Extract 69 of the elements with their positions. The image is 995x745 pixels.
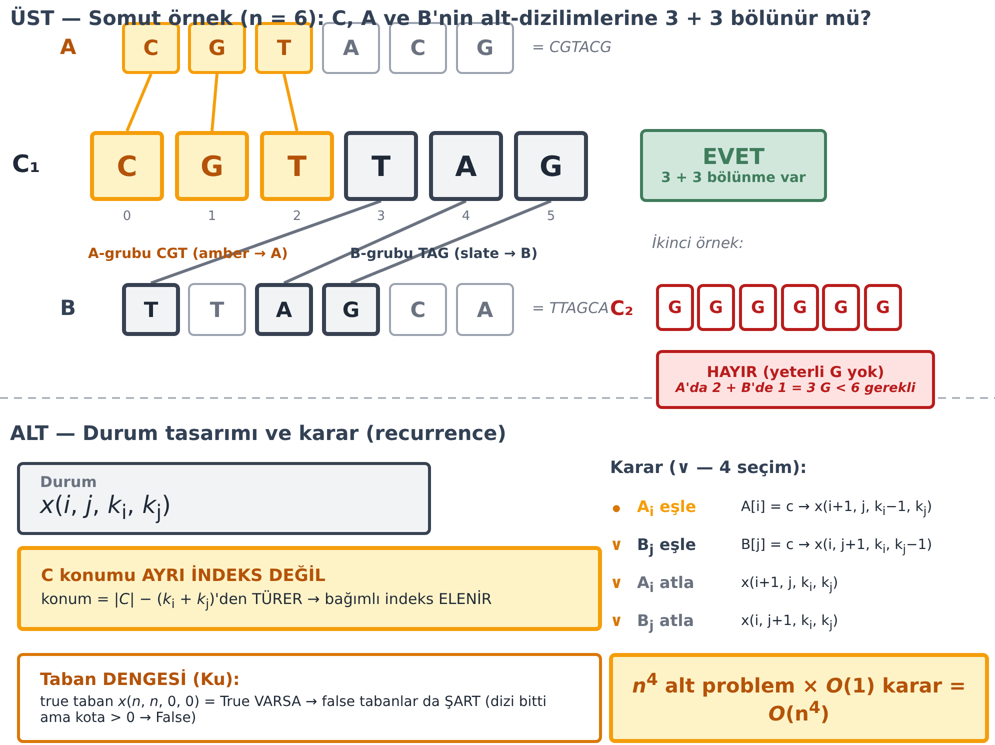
summary-text: n$^{4}$ alt problem × O(1) karar = O(n$^{4}$) bbox=[631, 670, 967, 726]
connector-line bbox=[150, 200, 382, 284]
index-number: 4 bbox=[460, 209, 472, 224]
choice-formula: A[i] = c → x(i+1, j, k$_{i}$−1, k$_{j}$) bbox=[741, 499, 932, 518]
choice-marker: ∨ bbox=[610, 535, 623, 554]
letter-cell: G bbox=[656, 284, 694, 331]
letter-cell: T bbox=[344, 131, 418, 201]
row-label: A bbox=[60, 35, 76, 59]
choice-name: A$_{i}$ eşle bbox=[637, 497, 696, 520]
letter-cell: G bbox=[781, 284, 819, 331]
letter-cell: T bbox=[260, 131, 334, 201]
box-text: x(i, j, k$_{i}$, k$_{j}$) bbox=[40, 491, 172, 524]
letter-cell: A bbox=[429, 131, 503, 201]
choice-marker: ∨ bbox=[610, 573, 623, 592]
letter-cell: G bbox=[514, 131, 588, 201]
choice-marker: • bbox=[610, 497, 623, 521]
letter-cell: T bbox=[122, 283, 180, 336]
letter-cell: A bbox=[255, 283, 313, 336]
connector-line bbox=[283, 200, 467, 284]
letter-cell: G bbox=[739, 284, 777, 331]
note-text: İkinci örnek: bbox=[652, 234, 744, 252]
letter-cell: C bbox=[90, 131, 164, 201]
choice-formula: x(i, j+1, k$_{i}$, k$_{j}$) bbox=[741, 613, 838, 632]
box-text: konum = |C| − (k$_{i}$ + k$_{j}$)'den TÜRER → bağımlı indeks ELENİR bbox=[41, 590, 492, 611]
box-text: 3 + 3 bölünme var bbox=[661, 170, 806, 186]
index-number: 3 bbox=[376, 209, 386, 224]
note-box bbox=[17, 653, 602, 743]
letter-cell: G bbox=[864, 284, 902, 331]
choice-formula: x(i+1, j, k$_{i}$, k$_{j}$) bbox=[741, 575, 838, 594]
choice-formula: B[j] = c → x(i, j+1, k$_{i}$, k$_{j}$−1) bbox=[741, 537, 932, 556]
box-text: A'da 2 + B'de 1 = 3 G < 6 gerekli bbox=[676, 381, 916, 396]
connector-line bbox=[210, 74, 218, 132]
row-label: C₂ bbox=[610, 296, 634, 320]
row-label: C₁ bbox=[12, 150, 40, 178]
summary-box bbox=[609, 653, 989, 743]
letter-cell: A bbox=[456, 283, 514, 336]
letter-cell: G bbox=[697, 284, 735, 331]
letter-cell: G bbox=[822, 284, 860, 331]
letter-cell: C bbox=[389, 283, 447, 336]
result-box bbox=[656, 350, 935, 409]
box-heading: Taban DENGESİ (Ku): bbox=[40, 670, 240, 690]
sequence-text: = CGTACG bbox=[532, 38, 612, 56]
box-text: true taban x(n, n, 0, 0) = True VARSA → false tabanlar da ŞART (dizi bitti ama kota > 0 → False) bbox=[40, 694, 548, 726]
note-box bbox=[17, 546, 602, 631]
choice-name: B$_{j}$ eşle bbox=[637, 535, 696, 558]
index-number: 5 bbox=[546, 209, 556, 224]
connector-line bbox=[282, 74, 298, 132]
connector-line bbox=[126, 73, 152, 132]
sequence-text: = TTAGCA bbox=[532, 299, 609, 317]
index-number: 1 bbox=[206, 209, 218, 224]
box-heading: C konumu AYRI İNDEKS DEĞİL bbox=[41, 566, 326, 586]
group-caption: B-grubu TAG (slate → B) bbox=[350, 246, 538, 262]
index-number: 2 bbox=[292, 209, 302, 224]
box-heading: HAYIR (yeterli G yok) bbox=[706, 363, 884, 381]
result-box bbox=[640, 129, 827, 202]
box-heading: EVET bbox=[702, 145, 765, 170]
connector-line bbox=[350, 200, 552, 284]
letter-cell: G bbox=[175, 131, 249, 201]
section-heading: ALT — Durum tasarımı ve karar (recurrence) bbox=[10, 421, 506, 445]
section-heading: Karar (∨ — 4 seçim): bbox=[610, 458, 807, 478]
index-number: 0 bbox=[122, 209, 132, 224]
state-box bbox=[17, 462, 431, 535]
box-heading: Durum bbox=[40, 473, 97, 492]
choice-marker: ∨ bbox=[610, 611, 623, 630]
choice-name: A$_{i}$ atla bbox=[637, 573, 694, 596]
letter-cell: G bbox=[322, 283, 380, 336]
row-label: B bbox=[60, 296, 76, 320]
letter-cell: T bbox=[188, 283, 246, 336]
choice-name: B$_{j}$ atla bbox=[637, 611, 694, 634]
